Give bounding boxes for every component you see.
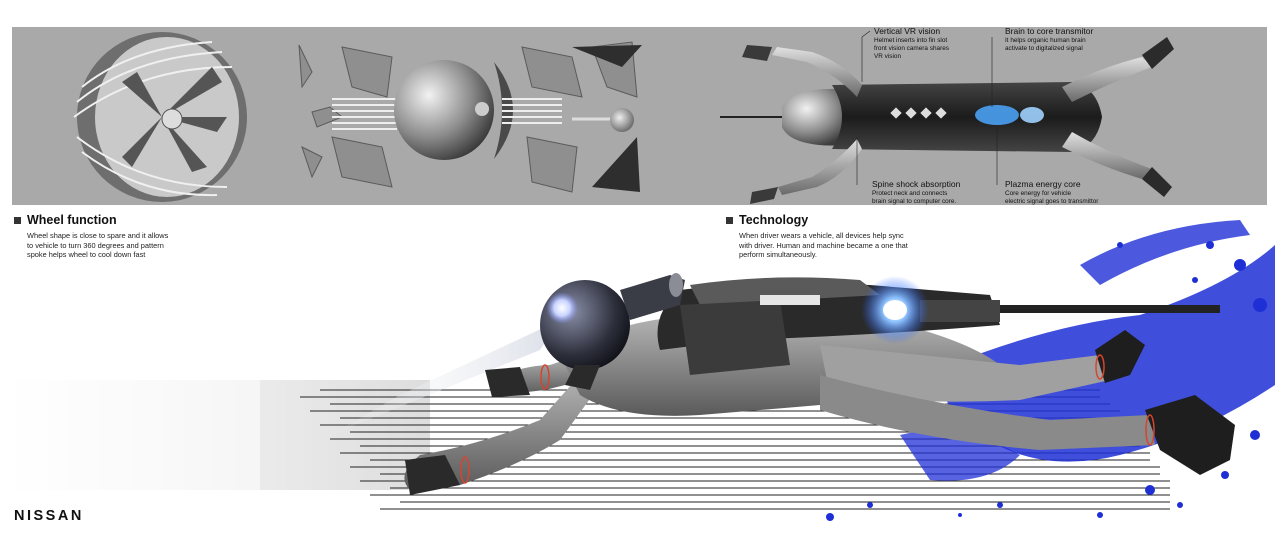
technology-heading: Technology — [726, 213, 808, 227]
vehicle-backpack — [657, 276, 1220, 375]
annotation-desc-spine-shock: Protect neck and connects brain signal t… — [872, 190, 957, 205]
vehicle-suit-illustration — [0, 220, 1275, 521]
annotation-desc-plazma-core: Core energy for vehicle electric signal … — [1005, 190, 1099, 205]
section-bullet-icon — [14, 216, 21, 224]
technology-description: When driver wears a vehicle, all devices… — [739, 231, 908, 259]
annotation-title-brain-transmitor: Brain to core transmitor — [1005, 26, 1094, 36]
wheel-function-title: Wheel function — [27, 213, 117, 227]
nissan-logo: NISSAN — [14, 508, 84, 524]
body-top-view — [720, 30, 1174, 204]
technical-drawing-art — [73, 30, 1174, 204]
annotation-desc-vr-vision: Helmet inserts into fin slot front visio… — [874, 37, 949, 60]
wheel-function-description: Wheel shape is close to spare and it all… — [27, 231, 169, 259]
helmet-lamp — [546, 292, 578, 324]
wheel-function-heading: Wheel function — [14, 213, 117, 227]
annotation-title-vr-vision: Vertical VR vision — [874, 26, 941, 36]
helmet — [540, 273, 685, 390]
technical-drawing-panel: Vertical VR vision Helmet inserts into f… — [12, 26, 1267, 205]
wheel-side-view — [73, 32, 247, 202]
technology-title: Technology — [739, 213, 809, 227]
annotation-desc-brain-transmitor: It helps organic human brain activate to… — [1005, 37, 1086, 52]
annotation-title-spine-shock: Spine shock absorption — [872, 179, 961, 189]
headlight-beam — [330, 320, 560, 435]
wheel-exploded-view — [298, 41, 642, 193]
section-bullet-icon — [726, 216, 733, 224]
annotation-title-plazma-core: Plazma energy core — [1005, 179, 1081, 189]
